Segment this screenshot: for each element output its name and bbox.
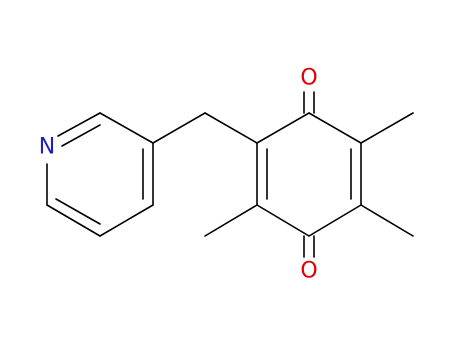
methyl-bottom-left xyxy=(204,204,258,237)
bond-q4-q5 xyxy=(308,204,362,237)
methyl-groups xyxy=(204,112,414,237)
bond-ch2-quinone xyxy=(204,112,258,144)
bond-q5-q6 xyxy=(256,204,310,237)
oxygen-top-atom-label: O xyxy=(300,66,317,91)
oxygen-bottom-atom-label: O xyxy=(300,259,317,284)
methyl-top-right xyxy=(360,112,414,144)
bond-q2-q3 xyxy=(308,112,362,144)
methyl-bottom-right xyxy=(360,204,414,237)
carbonyl-bonds xyxy=(303,91,315,258)
pyridine-ring xyxy=(46,112,154,237)
bond-c3-ch2 xyxy=(152,112,206,144)
bond-q1-q2 xyxy=(256,112,310,144)
bond-c5-c6 xyxy=(46,204,101,237)
benzoquinone-ring xyxy=(256,112,362,237)
bond-c4-c5 xyxy=(99,204,154,237)
bond-n-c2 xyxy=(57,112,101,137)
bond-n-c2-inner xyxy=(61,124,101,147)
methylene-linker xyxy=(152,112,258,144)
bond-c5-c6-inner xyxy=(55,198,101,225)
nitrogen-atom-label: N xyxy=(39,135,55,160)
bond-c2-c3 xyxy=(99,112,154,144)
